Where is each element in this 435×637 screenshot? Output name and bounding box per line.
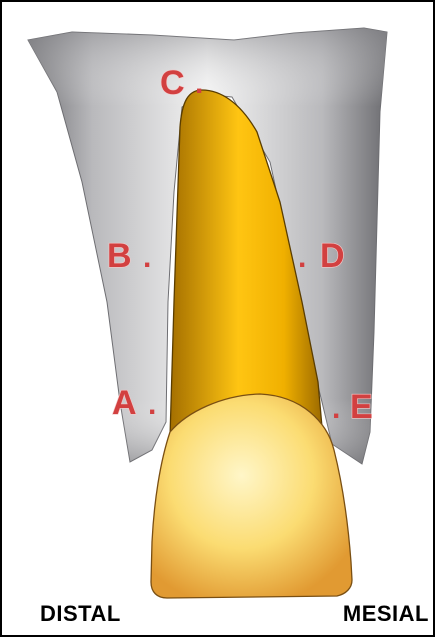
point-b-label: B [107,237,132,275]
point-a-dot: . [148,388,156,421]
distal-label: DISTAL [40,601,121,627]
point-d-label: D [320,237,345,275]
point-d-dot: . [298,241,306,274]
point-c-label: C [160,64,185,102]
mesial-label: MESIAL [343,601,429,627]
point-e-label: E [350,388,373,426]
point-e-dot: . [332,392,340,425]
tooth-crown [151,394,352,598]
point-a-label: A [112,384,137,422]
point-b-dot: . [143,241,151,274]
point-c-dot: . [195,67,203,100]
